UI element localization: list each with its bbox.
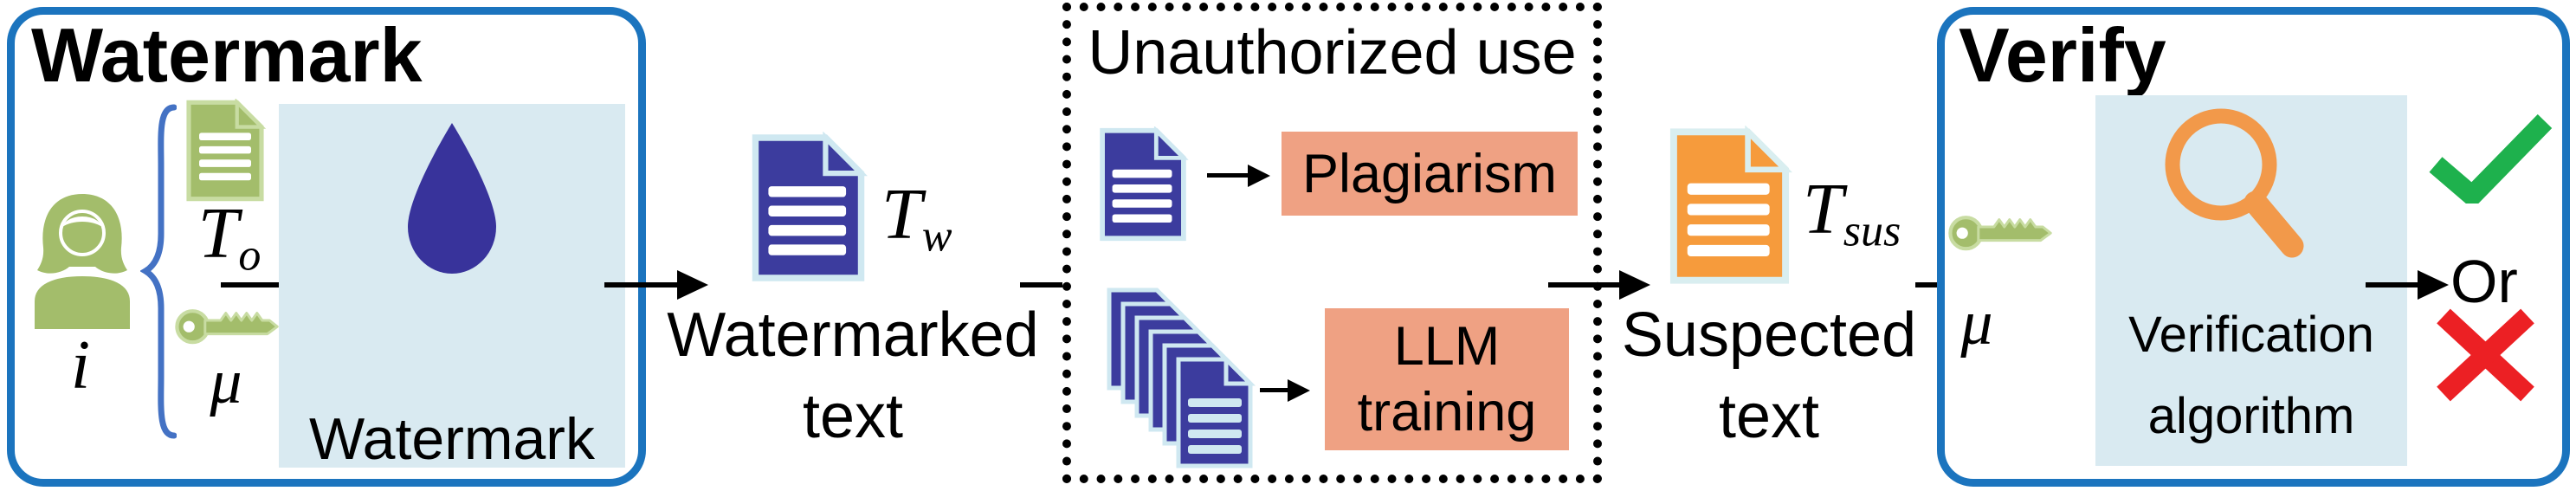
verify-key-label: μ bbox=[1960, 287, 1993, 359]
documents-stack-icon bbox=[1107, 287, 1256, 468]
water-drop-icon bbox=[408, 123, 496, 274]
user-icon bbox=[31, 194, 133, 331]
unauthorized-title: Unauthorized use bbox=[1088, 18, 1577, 87]
plagiarism-label: Plagiarism bbox=[1301, 143, 1558, 204]
plagiarism-box: Plagiarism bbox=[1282, 132, 1578, 216]
watermark-algorithm-label: Watermark algorithm bbox=[309, 406, 595, 491]
unauthorized-input-arrow bbox=[1020, 282, 1093, 287]
verify-title: Verify bbox=[1959, 12, 2166, 98]
verify-output-arrow bbox=[2366, 282, 2418, 287]
verification-algorithm-box: Verification algorithm bbox=[2095, 95, 2407, 466]
suspected-caption: Suspected text bbox=[1621, 300, 1917, 451]
cross-icon bbox=[2437, 308, 2534, 402]
unauthorized-output-arrow bbox=[1548, 282, 1619, 287]
plagiarism-doc-icon bbox=[1100, 126, 1189, 242]
original-text-doc-icon bbox=[186, 99, 267, 202]
llm-training-box: LLM training bbox=[1325, 308, 1569, 450]
check-icon bbox=[2429, 114, 2553, 204]
watermark-title: Watermark bbox=[31, 12, 423, 98]
suspected-doc-label: Tsus bbox=[1803, 169, 1901, 256]
plagiarism-arrow bbox=[1207, 173, 1248, 178]
watermark-output-arrow bbox=[604, 282, 677, 287]
user-label: i bbox=[70, 327, 91, 404]
or-label: Or bbox=[2450, 248, 2518, 315]
watermarked-doc-label: Tw bbox=[881, 174, 952, 262]
watermarked-doc-icon bbox=[752, 132, 868, 281]
verify-key-icon bbox=[1948, 216, 2052, 251]
llm-training-label-line1: LLM bbox=[1393, 316, 1501, 377]
watermarked-caption: Watermarked text bbox=[667, 300, 1039, 451]
brace-icon bbox=[140, 104, 177, 439]
llm-training-label-line2: training bbox=[1357, 382, 1537, 443]
original-text-label: To bbox=[197, 193, 261, 281]
verification-algorithm-label: Verification algorithm bbox=[2128, 307, 2374, 444]
watermark-algorithm-box: Watermark algorithm bbox=[279, 104, 625, 491]
key-label: μ bbox=[210, 346, 242, 417]
magnifier-icon bbox=[2165, 108, 2304, 258]
key-icon bbox=[175, 309, 279, 345]
suspected-doc-icon bbox=[1669, 126, 1792, 284]
llm-training-arrow bbox=[1260, 388, 1288, 392]
input-arrow bbox=[221, 282, 295, 287]
